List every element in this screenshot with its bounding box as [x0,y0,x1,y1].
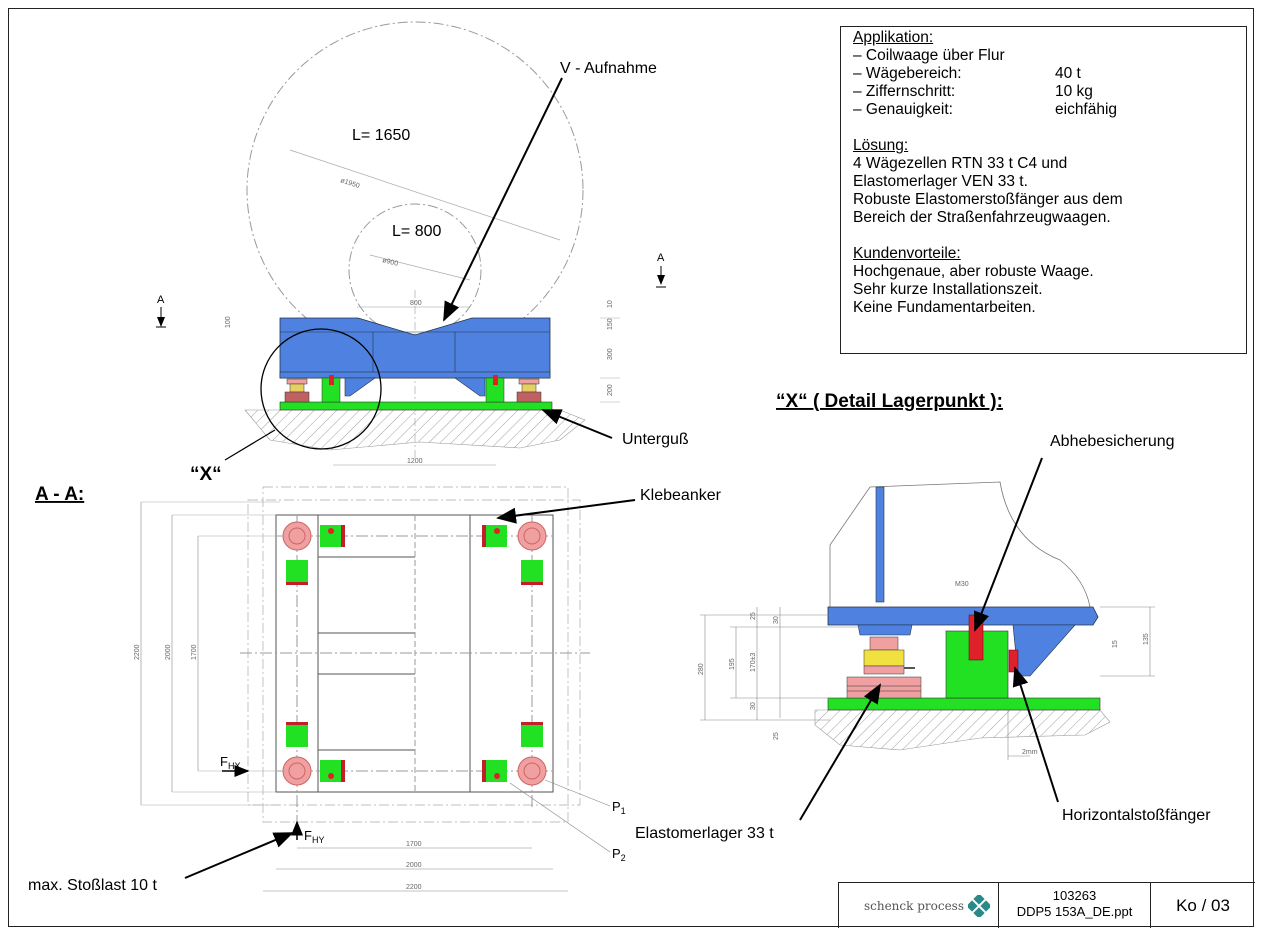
dim-195: 195 [729,658,736,670]
elastomer-bearing [846,636,922,699]
detail-view: “X“ ( Detail Lagerpunkt ): [635,391,1211,842]
benefits-heading: Kundenvorteile: [853,245,961,262]
load-cell-left [284,378,310,403]
side-view: ø1950 ø900 L= 1650 L= 800 8 [156,21,689,485]
label-l1650: L= 1650 [352,127,410,144]
dim-2mm: 2mm [1022,749,1038,756]
dim-30-bottom: 30 [750,702,757,710]
dim-h200: 200 [607,384,614,396]
dim-h2000: 2000 [406,862,422,869]
dim-280: 280 [698,663,705,675]
plan-view: A - A: [28,484,722,894]
load-cell-right [516,378,542,403]
label-p1: P1 [612,799,626,816]
logo-text: schenck process [863,898,964,913]
application-item: – Wägebereich:40 t [853,65,1081,82]
dim-v1700: 1700 [191,644,198,660]
label-max-stosslast: max. Stoßlast 10 t [28,877,157,894]
lift-off-bolt [968,614,984,661]
coil-1650-outline [246,21,584,359]
application-item: – Ziffernschritt:10 kg [853,83,1093,100]
label-klebeanker: Klebeanker [640,487,722,504]
label-unterguss: Unterguß [622,431,689,448]
solution-line: 4 Wägezellen RTN 33 t C4 und [853,155,1068,172]
label-x: “X“ [190,464,222,485]
dim-30-top: 30 [773,616,780,624]
dim-h100: 100 [225,316,232,328]
file-name: DDP5 153A_DE.ppt [1016,904,1133,919]
company-logo: schenck process [839,883,999,928]
page-number: Ko / 03 [1176,895,1230,915]
solution-heading: Lösung: [853,137,909,154]
dim-w1200: 1200 [407,458,423,465]
dim-h1700: 1700 [406,841,422,848]
label-l800: L= 800 [392,223,441,240]
detail-x-circle [260,328,382,450]
horizontal-buffer [1008,649,1019,673]
benefit-line: Hochgenaue, aber robuste Waage. [853,263,1094,280]
dim-25-top: 25 [750,612,757,620]
doc-number: 103263 [1052,888,1097,903]
application-info-box: Applikation: – Coilwaage über Flur – Wäg… [840,26,1247,354]
stop-blocks-plan [286,525,543,782]
detail-beam-flange [827,606,1099,626]
label-fhx: FHX [220,754,240,771]
dim-170: 170±3 [750,652,757,672]
benefit-line: Sehr kurze Installationszeit. [853,281,1043,298]
plan-view-heading: A - A: [35,484,84,505]
detail-ground [814,709,1111,751]
load-cells-plan [282,521,547,786]
dim-h150: 150 [607,318,614,330]
title-block: schenck process 103263 DDP5 153A_DE.ppt … [838,882,1255,928]
dim-15: 15 [1112,640,1119,648]
section-mark-left: A [157,294,165,306]
label-abhebesicherung: Abhebesicherung [1050,433,1175,450]
application-heading: Applikation: [853,29,934,46]
drawing-frame [8,8,1254,927]
dim-v2200: 2200 [134,644,141,660]
dim-135: 135 [1143,633,1150,645]
dim-25-bottom: 25 [773,732,780,740]
schenck-logo-icon [968,894,990,917]
detail-heading: “X“ ( Detail Lagerpunkt ): [776,391,1003,412]
dim-d1950: ø1950 [339,177,360,190]
application-item: – Coilwaage über Flur [853,47,1005,64]
label-v-aufnahme: V - Aufnahme [560,60,657,77]
solution-line: Elastomerlager VEN 33 t. [853,173,1028,190]
dim-h300: 300 [607,348,614,360]
dim-h2200: 2200 [406,884,422,891]
base-plate [279,401,553,411]
application-item: – Genauigkeit:eichfähig [853,101,1118,118]
section-mark-right: A [657,252,665,264]
dim-w800: 800 [410,300,422,307]
label-elastomerlager: Elastomerlager 33 t [635,825,774,842]
label-horizontalstossfaenger: Horizontalstoßfänger [1062,807,1211,824]
label-p2: P2 [612,846,626,863]
benefit-line: Keine Fundamentarbeiten. [853,299,1036,316]
ground-hatch [244,409,586,451]
dim-h10: 10 [607,300,614,308]
solution-line: Bereich der Straßenfahrzeugwaagen. [853,209,1111,226]
dim-v2000: 2000 [165,644,172,660]
dim-d900: ø900 [382,257,399,268]
dim-m30: M30 [955,581,969,588]
solution-line: Robuste Elastomerstoßfänger aus dem [853,191,1123,208]
label-fhy: FHY [304,828,324,845]
